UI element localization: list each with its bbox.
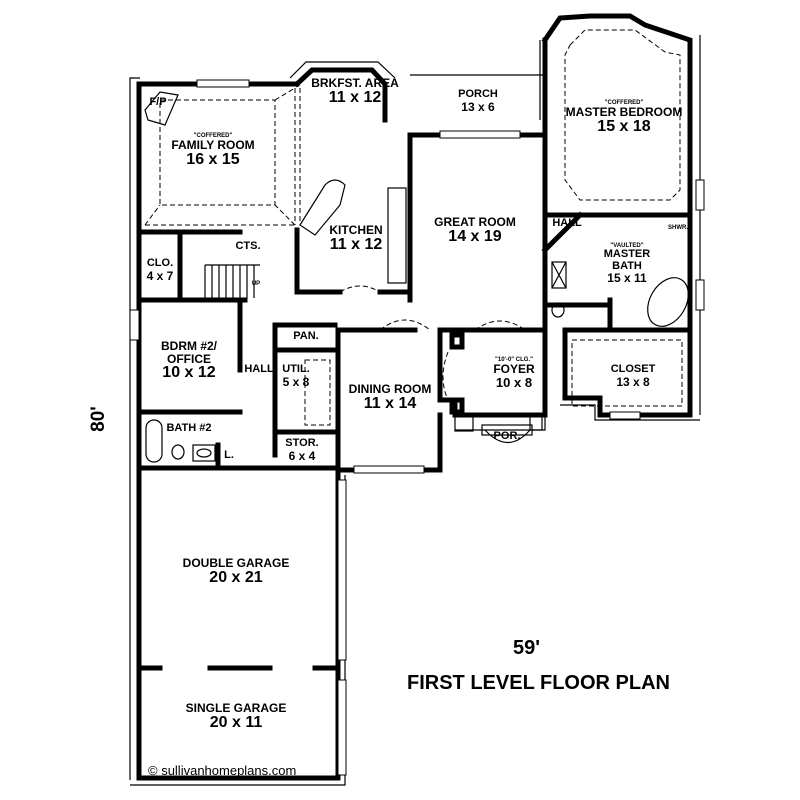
room-bedroom2-office: BDRM #2/ OFFICE 10 x 12 xyxy=(160,339,218,382)
width-dimension: 59' xyxy=(513,637,541,659)
room-storage: STOR. 6 x 4 xyxy=(285,437,319,463)
room-foyer: "10'-0" CLG." FOYER 10 x 8 xyxy=(493,357,535,390)
copyright-text: © sullivanhomeplans.com xyxy=(148,763,297,778)
room-single-garage: SINGLE GARAGE 20 x 11 xyxy=(185,701,287,731)
room-master-bath: "VAULTED" MASTER BATH 15 x 11 xyxy=(603,243,651,286)
room-linen: L. xyxy=(224,449,234,461)
room-double-garage: DOUBLE GARAGE 20 x 21 xyxy=(182,556,290,586)
room-dims: 16 x 15 xyxy=(186,150,240,168)
stairs-up-label: UP xyxy=(251,281,261,287)
room-closet-small: CLO. 4 x 7 xyxy=(146,257,174,283)
room-family-room: "COFFERED" FAMILY ROOM 16 x 15 xyxy=(171,133,254,169)
interior-walls xyxy=(129,29,705,776)
room-utility: UTIL. 5 x 8 xyxy=(282,363,310,389)
room-breakfast-area: BRKFST. AREA 11 x 12 xyxy=(311,76,399,106)
room-name: FAMILY ROOM xyxy=(171,138,255,153)
room-dining-room: DINING ROOM 11 x 14 xyxy=(348,382,432,412)
shower-label: SHWR. xyxy=(668,225,688,231)
room-closet-master: CLOSET 13 x 8 xyxy=(610,363,656,389)
room-great-room: GREAT ROOM 14 x 19 xyxy=(434,215,516,245)
ceiling-note: "COFFERED" xyxy=(193,133,233,139)
room-bath2: BATH #2 xyxy=(166,422,212,434)
room-pantry: PAN. xyxy=(293,330,319,342)
fireplace-label: F/P xyxy=(149,96,167,108)
room-master-bedroom: "COFFERED" MASTER BEDROOM 15 x 18 xyxy=(565,100,683,135)
room-porch-front: POR. xyxy=(493,430,521,442)
room-hall-master: HALL xyxy=(552,217,582,229)
room-porch-rear: PORCH 13 x 6 xyxy=(458,88,498,114)
exterior-walls xyxy=(129,13,701,786)
room-kitchen: KITCHEN 11 x 12 xyxy=(329,223,383,253)
depth-dimension: 80' xyxy=(87,406,109,432)
plan-title: FIRST LEVEL FLOOR PLAN xyxy=(407,672,670,694)
cts-label: CTS. xyxy=(235,240,261,252)
room-hall-main: HALL xyxy=(244,363,274,375)
